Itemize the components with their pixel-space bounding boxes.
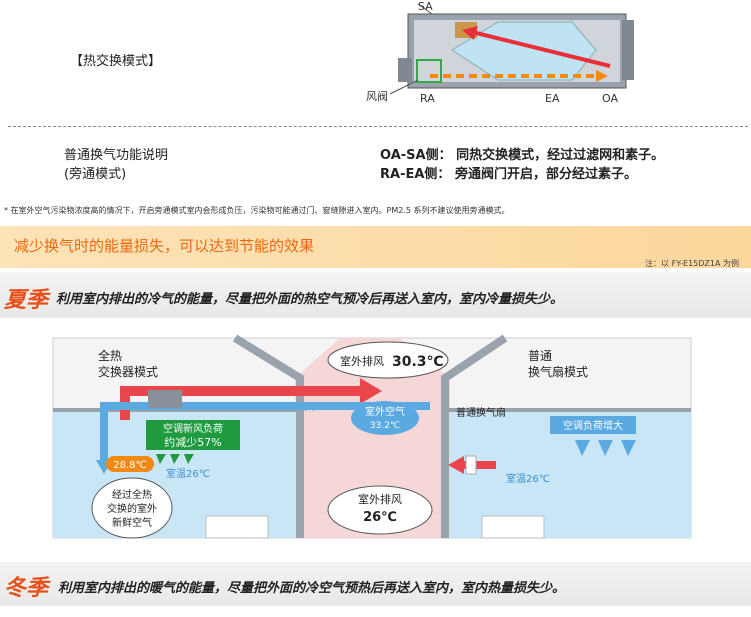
summer-scene-diagram: ◀◀ 空调新风负荷 约减少57% 空调负荷增大 28.8℃ 室外空气 33.2℃… <box>52 334 692 539</box>
supply-arrow-body <box>100 402 430 410</box>
fresh-air-line2: 交换的室外 <box>107 502 157 515</box>
ac-load-label: 空调负荷增大 <box>563 419 623 432</box>
supply-temp: 28.8℃ <box>113 460 147 471</box>
banner-text: 减少换气时的能量损失，可以达到节能的效果 <box>14 237 315 255</box>
heat-exchanger-unit-diagram: SA 风阀 RA EA OA <box>366 0 634 105</box>
bypass-title-line2: (旁通模式) <box>64 167 127 182</box>
ac-load-box <box>550 416 636 434</box>
label-sa: SA <box>418 0 433 13</box>
bypass-description: OA-SA侧： 同热交换模式，经过过滤网和素子。 RA-EA侧： 旁通阀门开启，… <box>380 146 664 184</box>
oa-sa-arrow-head <box>462 26 478 40</box>
ra-ea-text: 旁通阀门开启，部分经过素子。 <box>454 167 637 182</box>
outdoor-air-bubble <box>351 401 419 435</box>
label-valve: 风阀 <box>366 89 388 103</box>
oa-sa-arrow <box>471 30 611 68</box>
fresh-air-line3: 新鲜空气 <box>112 516 152 529</box>
winter-band <box>0 562 751 606</box>
winter-desc: 利用室内排出的暖气的能量，尽量把外面的冷空气预热后再送入室内，室内热量损失少。 <box>58 581 566 596</box>
room-temp-right: 室温26℃ <box>506 472 550 485</box>
ra-ea-key: RA-EA侧： <box>380 167 451 182</box>
left-mode-line2: 交换器模式 <box>98 364 158 379</box>
fan-inflow-arrow <box>462 461 496 469</box>
footnote: * 在室外空气污染物浓度高的情况下，开启旁通模式室内会形成负压，污染物可能通过门… <box>4 206 510 215</box>
exhaust2-value: 26℃ <box>363 510 397 525</box>
fan-inflow-arrow-head <box>448 456 464 474</box>
load-reduction-box <box>146 420 240 450</box>
supply-temp-badge <box>106 456 154 472</box>
oa-sa-text: 同热交换模式，经过过滤网和素子。 <box>456 148 665 163</box>
supply-arrow-down <box>100 402 108 462</box>
exhaust2-callout <box>327 485 433 535</box>
summer-title: 夏季 <box>4 288 49 313</box>
oa-sa-key: OA-SA侧： <box>380 148 452 163</box>
left-mode-line1: 全热 <box>98 348 122 363</box>
outdoor-air-line1: 室外空气 <box>365 405 405 418</box>
sofa-right <box>481 515 545 539</box>
winter-title: 冬季 <box>4 576 49 601</box>
fresh-air-line1: 经过全热 <box>112 488 152 501</box>
small-arrow-glyph: ◀◀ <box>300 403 314 413</box>
exhaust2-label: 室外排风 <box>358 492 402 506</box>
label-ra: RA <box>420 92 435 105</box>
right-mode-line1: 普通 <box>528 349 552 363</box>
label-oa: OA <box>602 92 618 105</box>
exhaust-label: 室外排风 <box>340 354 384 368</box>
exhaust-arrow-head <box>360 378 382 404</box>
damper-box <box>416 59 442 83</box>
load-reduction-line1: 空调新风负荷 <box>163 422 223 435</box>
load-reduction-line2: 约减少57% <box>164 436 221 449</box>
outdoor-air-line2: 33.2℃ <box>370 421 400 431</box>
energy-banner <box>0 226 751 268</box>
normal-fan-device <box>465 455 477 475</box>
ra-duct-collar <box>398 58 412 82</box>
heat-exchange-mode-label: 【热交换模式】 <box>70 54 162 69</box>
sofa-left <box>205 515 269 539</box>
right-roof-wall <box>441 334 508 538</box>
exhaust-arrow-body <box>120 386 360 396</box>
room-temp-left: 室温26℃ <box>166 467 210 480</box>
exchanger-device <box>148 390 182 408</box>
exhaust-value: 30.3℃ <box>392 354 444 370</box>
bypass-title-line1: 普通换气功能说明 <box>64 148 169 163</box>
left-roof-wall <box>232 334 304 538</box>
summer-band <box>0 272 751 318</box>
oa-duct-collar <box>622 20 634 80</box>
label-ea: EA <box>545 92 560 105</box>
right-mode-line2: 换气扇模式 <box>528 364 588 379</box>
fresh-air-callout <box>91 477 173 539</box>
normal-fan-label: 普通换气扇 <box>456 406 506 419</box>
exhaust-callout <box>327 341 449 379</box>
ra-ea-arrow-head <box>596 70 608 82</box>
banner-note: 注：以 FY-E15DZ1A 为例 <box>645 259 739 268</box>
summer-desc: 利用室内排出的冷气的能量，尽量把外面的热空气预冷后再送入室内，室内冷量损失少。 <box>56 292 564 307</box>
bypass-title: 普通换气功能说明 (旁通模式) <box>64 146 168 184</box>
dotted-divider <box>8 126 748 127</box>
